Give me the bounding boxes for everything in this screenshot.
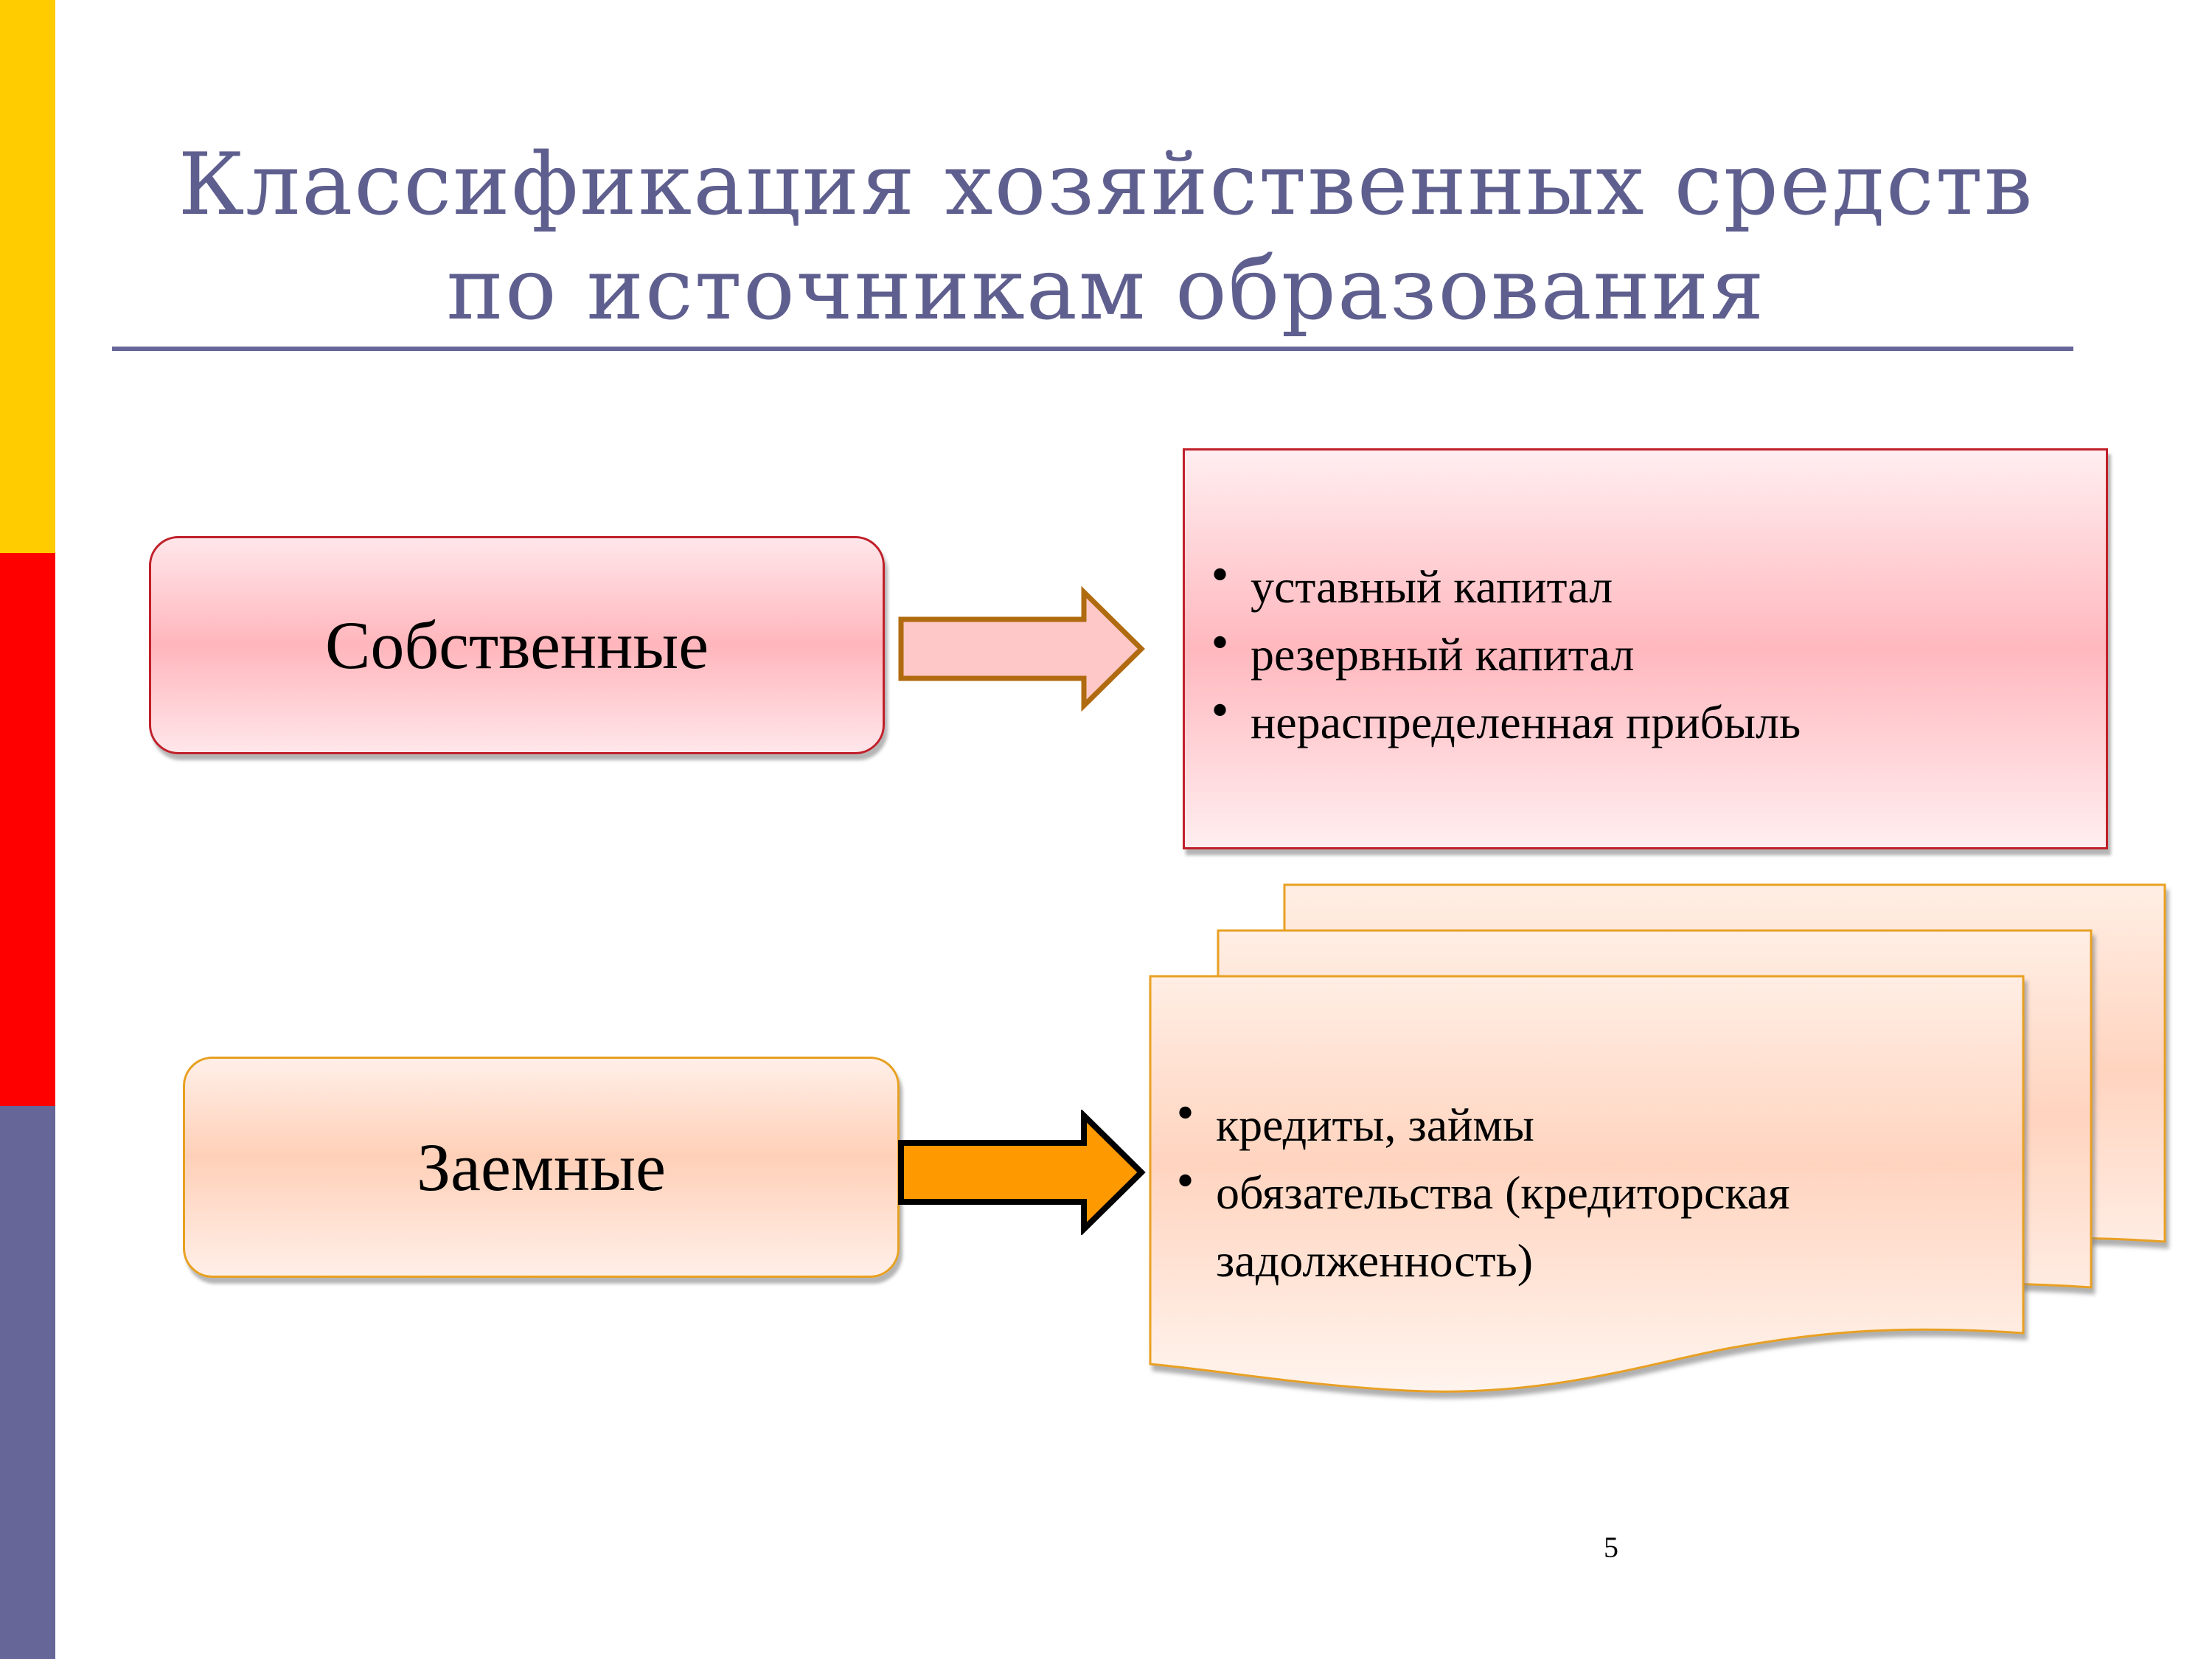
- list-item: нераспределенная прибыль: [1197, 678, 2082, 757]
- left-bar-yellow: [0, 0, 55, 553]
- page-number: 5: [1604, 1531, 1618, 1564]
- left-bar-red: [0, 553, 55, 1106]
- title-underline: [112, 347, 2073, 351]
- title-line-2: по источникам образования: [446, 240, 1766, 339]
- own-sources-box: Собственные: [149, 536, 885, 754]
- own-sources-label: Собственные: [324, 608, 709, 683]
- left-color-bar: [0, 0, 55, 1659]
- borrowed-sources-list: кредиты, займы обязательства (кредиторск…: [1163, 1081, 1974, 1295]
- borrowed-sources-box: Заемные: [183, 1057, 900, 1278]
- list-item: резервный капитал: [1197, 611, 2082, 689]
- title-line-1: Классификация хозяйственных средств: [178, 135, 2034, 234]
- own-arrow-icon: [898, 586, 1145, 712]
- left-bar-purple: [0, 1106, 55, 1659]
- list-item: кредиты, займы: [1163, 1081, 1974, 1159]
- list-item: уставный капитал: [1197, 543, 2082, 621]
- borrowed-sources-label: Заемные: [417, 1130, 666, 1205]
- list-item: обязательства (кредиторская задолженност…: [1163, 1149, 1974, 1295]
- own-sources-list: уставный капитал резервный капитал нерас…: [1197, 543, 2082, 757]
- borrowed-arrow-icon: [898, 1110, 1146, 1235]
- slide-title: Классификация хозяйственных средств по и…: [111, 133, 2101, 342]
